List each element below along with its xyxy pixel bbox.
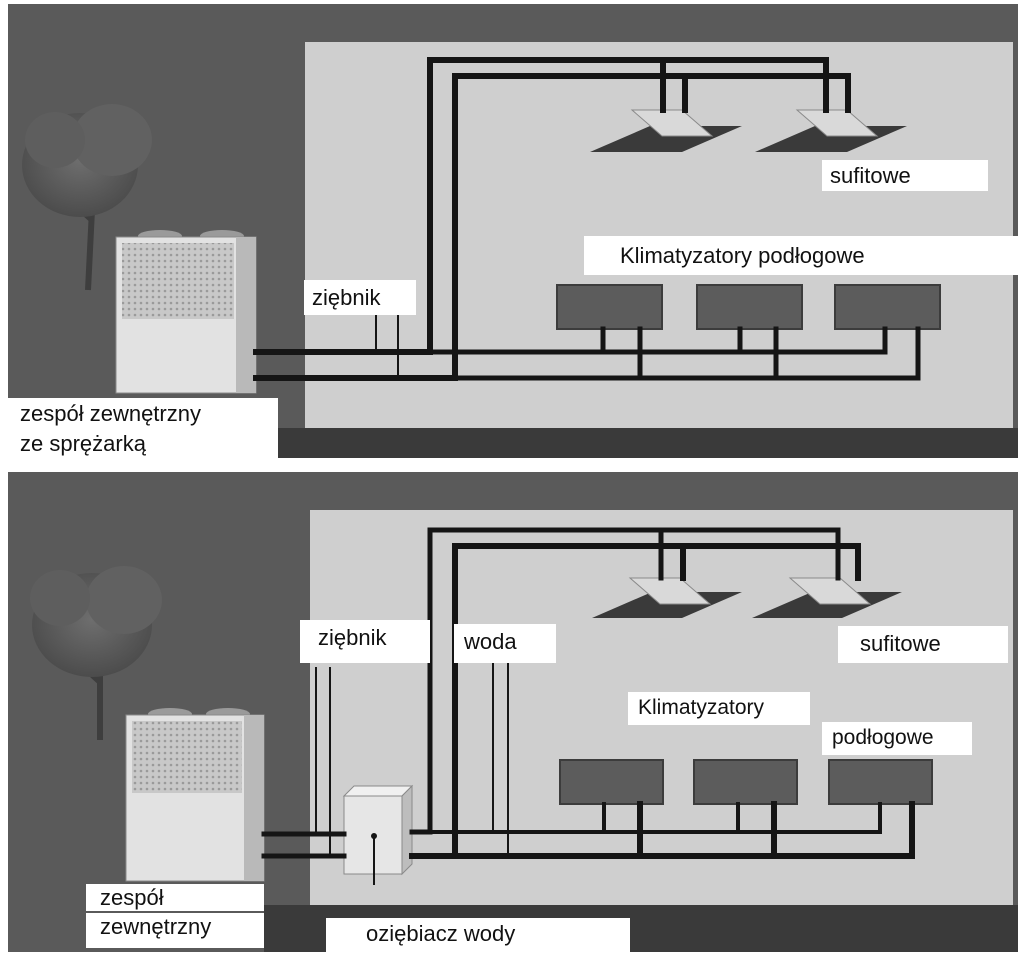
panel-1-floor-unit-2	[696, 284, 803, 330]
panel-1-tree-icon	[22, 104, 152, 291]
panel-2-label-ceiling: sufitowe	[838, 626, 1008, 663]
panel-2-label-floor-line1: Klimatyzatory	[628, 692, 810, 725]
panel-2-label-outdoor-line1: zespół	[86, 884, 264, 911]
panel-2-chiller-unit	[342, 784, 414, 876]
panel-1-label-outdoor-line2: ze sprężarką	[6, 428, 278, 460]
panel-2-label-water: woda	[454, 624, 556, 663]
panel-2-ceiling-unit-2	[752, 577, 902, 618]
panel-divider	[0, 458, 1023, 472]
panel-2	[8, 472, 1018, 952]
panel-2-tree-icon	[30, 566, 162, 740]
panel-1-refrigerant-pipes	[253, 57, 921, 381]
panel-2-floor-unit-1	[559, 759, 664, 805]
panel-2-pipes	[261, 527, 915, 885]
panel-1-floor-unit-3	[834, 284, 941, 330]
panel-1-label-floor: Klimatyzatory podłogowe	[584, 236, 1023, 275]
panel-1-floor-unit-1	[556, 284, 663, 330]
panel-1-label-refrigerant: ziębnik	[304, 280, 416, 315]
panel-2-label-outdoor-line2: zewnętrzny	[86, 913, 264, 948]
panel-2-floor-unit-2	[693, 759, 798, 805]
panel-1-label-outdoor-line1: zespół zewnętrzny	[6, 398, 278, 429]
panel-2-floor-unit-3	[828, 759, 933, 805]
panel-1-floor	[264, 428, 1018, 458]
panel-2-label-floor-line2: podłogowe	[822, 722, 972, 755]
panel-2-label-refrigerant: ziębnik	[300, 620, 430, 663]
panel-2-label-chiller: oziębiacz wody	[326, 918, 630, 953]
panel-1-label-ceiling: sufitowe	[822, 160, 988, 191]
panel-1-outdoor-unit	[115, 230, 257, 394]
panel-1-ceiling-unit-2	[755, 109, 907, 152]
panel-1	[8, 4, 1018, 458]
panel-2-outdoor-unit	[125, 708, 265, 882]
